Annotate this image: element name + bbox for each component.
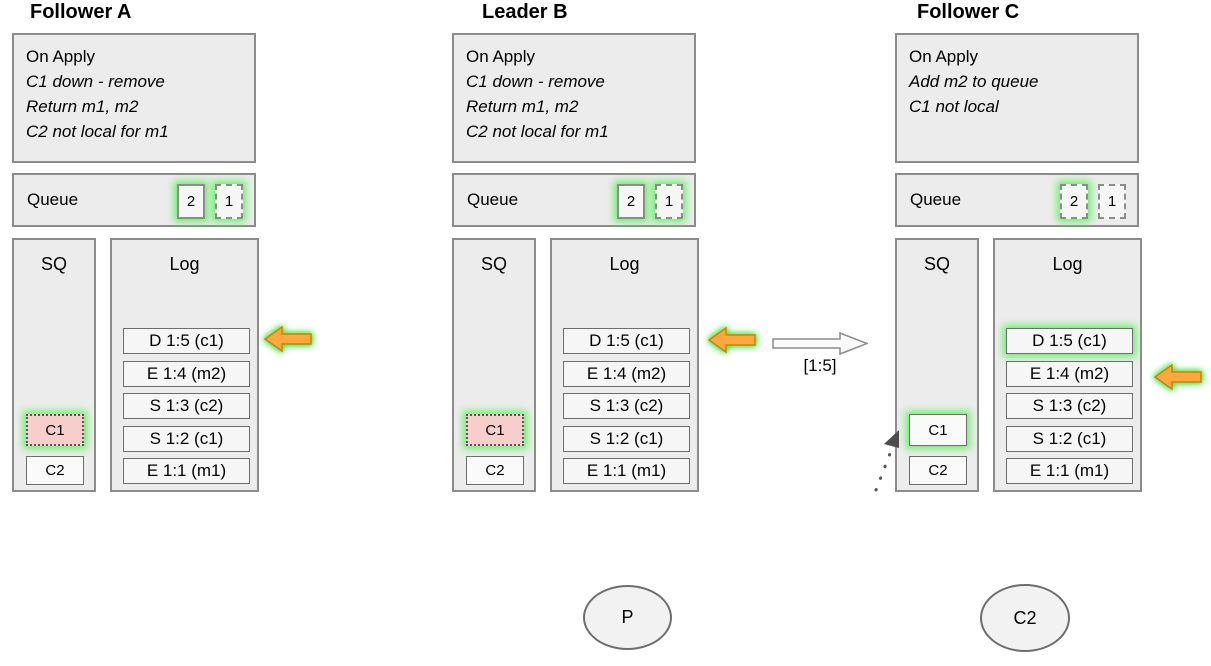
- node-title: Follower A: [30, 1, 132, 23]
- log-entry: E 1:4 (m2): [123, 361, 250, 387]
- sq-item-c2: C2: [466, 456, 524, 485]
- sq-label: SQ: [40, 254, 67, 274]
- log-panel: Log D 1:5 (c1) E 1:4 (m2) S 1:3 (c2) S 1…: [993, 238, 1142, 492]
- queue-panel: Queue 2 1: [452, 173, 696, 227]
- sq-item-c1: C1: [26, 414, 84, 446]
- log-entry: E 1:1 (m1): [563, 458, 690, 484]
- sq-item-c2: C2: [909, 456, 967, 485]
- queue-item-2: 2: [1060, 184, 1088, 219]
- log-entry: S 1:3 (c2): [123, 393, 250, 419]
- log-entry: E 1:4 (m2): [563, 361, 690, 387]
- queue-label: Queue: [27, 190, 79, 209]
- log-entry: S 1:3 (c2): [1006, 393, 1133, 419]
- on-apply-line: C1 down - remove: [26, 72, 165, 91]
- queue-panel: Queue 2 1: [895, 173, 1139, 227]
- on-apply-panel: On Apply C1 down - remove Return m1, m2 …: [452, 33, 696, 163]
- node-title: Leader B: [482, 1, 568, 23]
- on-apply-line: C1 down - remove: [466, 72, 605, 91]
- actor-label: P: [621, 607, 634, 627]
- sq-item-c1: C1: [466, 414, 524, 446]
- dotted-pointer-arrow-icon: [868, 424, 906, 496]
- log-label: Log: [169, 254, 200, 274]
- on-apply-panel: On Apply C1 down - remove Return m1, m2 …: [12, 33, 256, 163]
- queue-item-1: 1: [655, 184, 683, 219]
- on-apply-header: On Apply: [26, 47, 95, 66]
- sq-item-c1: C1: [909, 414, 967, 446]
- node-follower-a: Follower A On Apply C1 down - remove Ret…: [12, 0, 259, 500]
- queue-label: Queue: [910, 190, 962, 209]
- replication-arrow-icon: [772, 331, 870, 356]
- actor-proposer: P: [583, 585, 672, 650]
- on-apply-line: Return m1, m2: [466, 97, 579, 116]
- log-entry: D 1:5 (c1): [1006, 328, 1133, 354]
- queue-item-2: 2: [617, 184, 645, 219]
- log-entry: E 1:1 (m1): [1006, 458, 1133, 484]
- apply-arrow-a-icon: [263, 325, 312, 353]
- actor-client-c2: C2: [980, 584, 1070, 652]
- log-entry: S 1:2 (c1): [563, 426, 690, 452]
- on-apply-header: On Apply: [909, 47, 978, 66]
- apply-arrow-c-icon: [1153, 363, 1202, 391]
- actor-label: C2: [1013, 607, 1037, 628]
- sq-panel: SQ C1 C2: [452, 238, 536, 492]
- sq-label: SQ: [480, 254, 507, 274]
- on-apply-header: On Apply: [466, 47, 535, 66]
- on-apply-line: C2 not local for m1: [466, 122, 609, 141]
- log-label: Log: [1052, 254, 1083, 274]
- log-entry: S 1:2 (c1): [123, 426, 250, 452]
- node-leader-b: Leader B On Apply C1 down - remove Retur…: [452, 0, 699, 500]
- log-entry: E 1:1 (m1): [123, 458, 250, 484]
- log-entry: S 1:2 (c1): [1006, 426, 1133, 452]
- apply-arrow-b-icon: [707, 326, 756, 354]
- on-apply-line: Return m1, m2: [26, 97, 139, 116]
- on-apply-line: Add m2 to queue: [909, 72, 1039, 91]
- log-entry: D 1:5 (c1): [563, 328, 690, 354]
- queue-panel: Queue 2 1: [12, 173, 256, 227]
- sq-item-c2: C2: [26, 456, 84, 485]
- sq-label: SQ: [923, 254, 950, 274]
- log-entry: D 1:5 (c1): [123, 328, 250, 354]
- on-apply-line: C1 not local: [909, 97, 999, 116]
- on-apply-line: C2 not local for m1: [26, 122, 169, 141]
- log-label: Log: [609, 254, 640, 274]
- sq-panel: SQ C1 C2: [895, 238, 979, 492]
- log-entry: S 1:3 (c2): [563, 393, 690, 419]
- node-title: Follower C: [917, 1, 1020, 23]
- queue-label: Queue: [467, 190, 519, 209]
- queue-item-2: 2: [177, 184, 205, 219]
- log-entry: E 1:4 (m2): [1006, 361, 1133, 387]
- log-panel: Log D 1:5 (c1) E 1:4 (m2) S 1:3 (c2) S 1…: [550, 238, 699, 492]
- queue-item-1: 1: [1098, 184, 1126, 219]
- sq-panel: SQ C1 C2: [12, 238, 96, 492]
- node-follower-c: Follower C On Apply Add m2 to queue C1 n…: [895, 0, 1142, 500]
- queue-item-1: 1: [215, 184, 243, 219]
- log-panel: Log D 1:5 (c1) E 1:4 (m2) S 1:3 (c2) S 1…: [110, 238, 259, 492]
- on-apply-panel: On Apply Add m2 to queue C1 not local: [895, 33, 1139, 163]
- replication-range-label: [1:5]: [803, 356, 837, 375]
